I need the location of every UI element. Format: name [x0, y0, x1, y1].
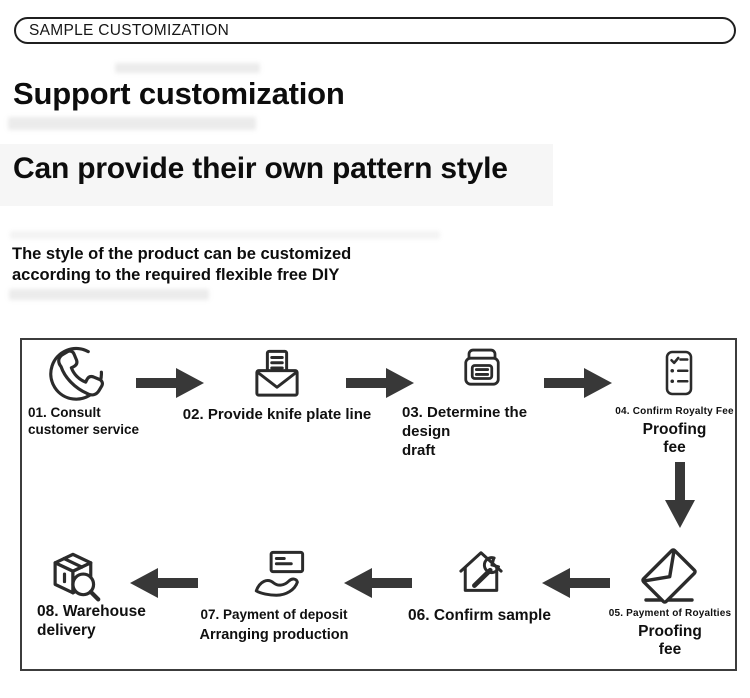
- heading-support-customization: Support customization: [13, 76, 345, 111]
- section-banner: SAMPLE CUSTOMIZATION: [14, 17, 736, 44]
- step-04-fee-label: Proofing fee: [642, 421, 707, 456]
- checklist-icon: [655, 345, 703, 401]
- heading-highlight-band: [0, 144, 553, 206]
- arrow-left-icon: [540, 566, 610, 600]
- step-08-label: 08. Warehouse delivery: [37, 603, 146, 639]
- process-flowchart: 01. Consult customer service 02. Provide…: [20, 338, 737, 671]
- house-wrench-icon: [453, 544, 509, 600]
- ghost-text-artifact: [10, 231, 440, 239]
- step-06-label: 06. Confirm sample: [408, 607, 551, 624]
- intro-paragraph-line2: according to the required flexible free …: [12, 266, 340, 284]
- envelope-letter-icon: [249, 347, 305, 403]
- intro-paragraph: The style of the product can be customiz…: [12, 244, 351, 286]
- phone-icon: [46, 346, 108, 406]
- step-07-sublabel: Arranging production: [199, 627, 349, 643]
- printer-icon: [456, 345, 508, 399]
- ghost-text-artifact: [9, 289, 209, 300]
- step-03-label: 03. Determine the design draft: [402, 404, 528, 459]
- box-magnifier-icon: [36, 545, 108, 605]
- arrow-left-icon: [128, 566, 198, 600]
- step-05-fee-label: Proofing fee: [638, 623, 702, 658]
- section-banner-label: SAMPLE CUSTOMIZATION: [29, 21, 230, 39]
- ghost-text-artifact: [8, 117, 256, 130]
- hand-card-icon: [246, 548, 312, 604]
- arrow-left-icon: [342, 566, 412, 600]
- step-07-label: 07. Payment of deposit: [200, 607, 348, 622]
- step-04-label: 04. Confirm Royalty Fee: [615, 406, 734, 417]
- heading-pattern-style: Can provide their own pattern style: [13, 152, 508, 185]
- step-02-label: 02. Provide knife plate line: [182, 406, 372, 423]
- step-01-label: 01. Consult customer service: [28, 405, 140, 437]
- arrow-right-icon: [346, 366, 416, 400]
- ghost-text-artifact: [115, 63, 260, 73]
- arrow-right-icon: [544, 366, 614, 400]
- tilted-envelope-icon: [637, 543, 703, 607]
- intro-paragraph-line1: The style of the product can be customiz…: [12, 245, 352, 263]
- step-05-label: 05. Payment of Royalties: [608, 608, 732, 619]
- arrow-down-icon: [663, 462, 697, 530]
- arrow-right-icon: [136, 366, 206, 400]
